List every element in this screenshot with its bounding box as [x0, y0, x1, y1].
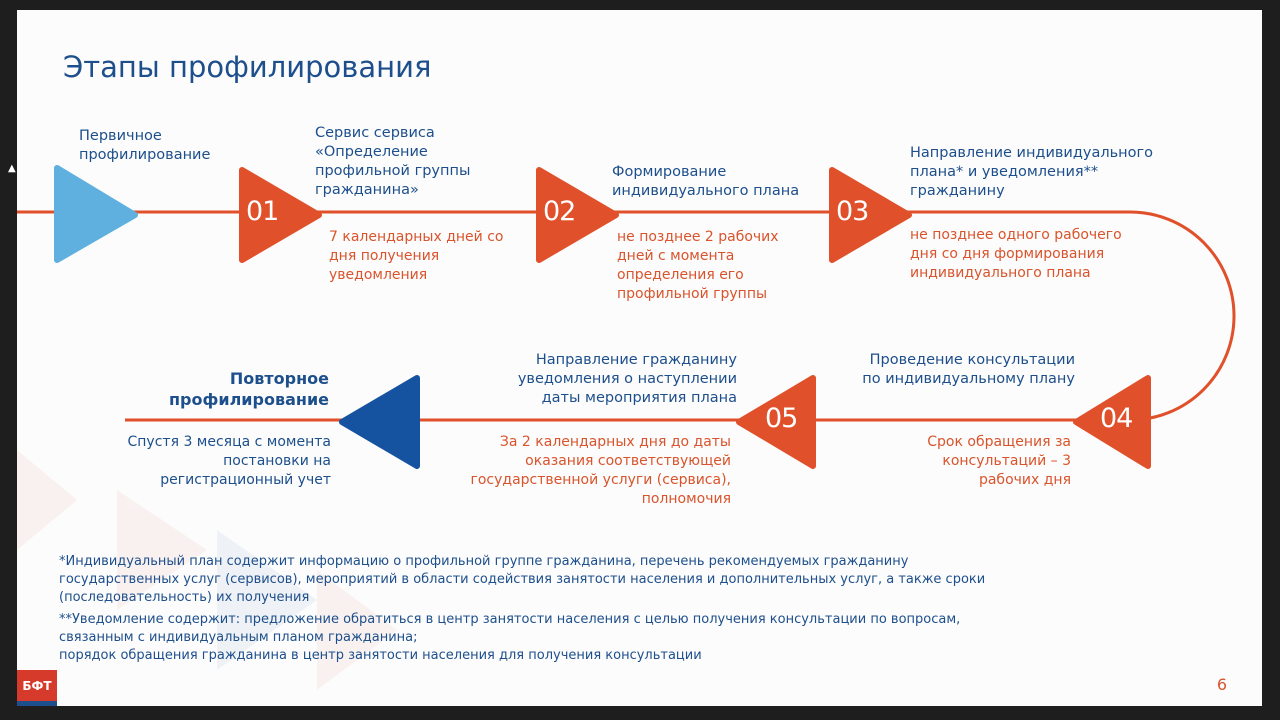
- stage-01-title: Сервис сервиса «Определение профильной г…: [315, 125, 471, 198]
- stage-05-number: 05: [765, 403, 798, 434]
- stage-02-triangle: [536, 167, 619, 263]
- stage-03-title: Направление индивидуального плана* и уве…: [910, 145, 1153, 199]
- flow-line: [17, 210, 1236, 422]
- stage-02-title: Формирование индивидуального плана: [612, 164, 800, 199]
- stage-04-title: Проведение консультации по индивидуально…: [862, 352, 1075, 387]
- end-title: Повторное профилирование: [169, 369, 329, 409]
- slide: Этапы профилирования 01 02 03 04 05 Перв…: [17, 10, 1262, 706]
- stage-03-triangle: [829, 167, 912, 263]
- bft-logo: БФТ: [17, 670, 57, 706]
- stage-03-term: не позднее одного рабочего дня со дня фо…: [910, 227, 1122, 281]
- footnote-2: **Уведомление содержит: предложение обра…: [59, 612, 961, 645]
- stage-03-number: 03: [836, 196, 869, 227]
- stage-04-triangle: [1073, 375, 1151, 469]
- process-diagram: [17, 165, 1236, 690]
- stage-04-number: 04: [1100, 403, 1133, 434]
- page-title: Этапы профилирования: [63, 50, 432, 84]
- start-triangle: [54, 165, 138, 263]
- stage-04-term: Срок обращения за консультаций – 3 рабоч…: [927, 434, 1071, 488]
- start-title: Первичное профилирование: [79, 128, 211, 163]
- footnote-1: *Индивидуальный план содержит информацию…: [59, 554, 986, 605]
- stage-05-triangle: [736, 375, 816, 469]
- page-number: 6: [1216, 675, 1227, 694]
- stage-05-term: За 2 календарных дня до даты оказания со…: [470, 434, 731, 507]
- stage-02-term: не позднее 2 рабочих дней с момента опре…: [617, 229, 779, 302]
- stage-01-number: 01: [246, 196, 279, 227]
- stage-02-number: 02: [543, 196, 576, 227]
- stage-05-title: Направление гражданину уведомления о нас…: [517, 352, 737, 406]
- background-decoration: [17, 450, 397, 690]
- end-term: Спустя 3 месяца с момента постановки на …: [127, 434, 332, 488]
- stage-01-term: 7 календарных дней со дня получения увед…: [329, 229, 504, 283]
- mouse-cursor-icon: ▲: [8, 163, 16, 174]
- end-triangle: [339, 375, 420, 469]
- stage-01-triangle: [239, 167, 322, 263]
- footnote-2-continued: порядок обращения гражданина в центр зан…: [59, 648, 702, 663]
